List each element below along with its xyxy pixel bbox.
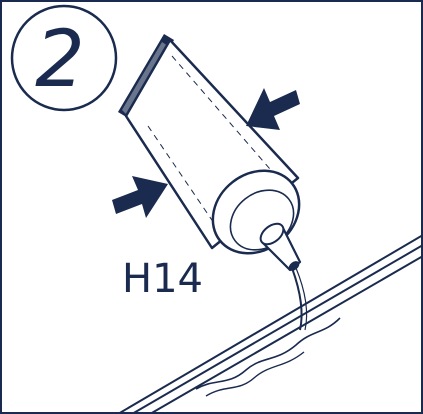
squeeze-arrow-lower [112, 176, 168, 218]
step-badge: 2 [10, 4, 118, 112]
part-code-label: H14 [122, 256, 203, 302]
arrow-squeeze-icon-lower [112, 176, 168, 218]
nozzle-tip [288, 261, 300, 271]
squeeze-arrow-upper [246, 88, 300, 130]
glue-tube-icon [118, 34, 302, 272]
arrow-squeeze-icon [246, 88, 300, 130]
step-number: 2 [35, 15, 85, 105]
glue-bead-line [291, 267, 303, 331]
glue-bead-line-inner [295, 267, 308, 331]
board-edge-icon [117, 234, 423, 414]
step-circle [10, 4, 118, 112]
